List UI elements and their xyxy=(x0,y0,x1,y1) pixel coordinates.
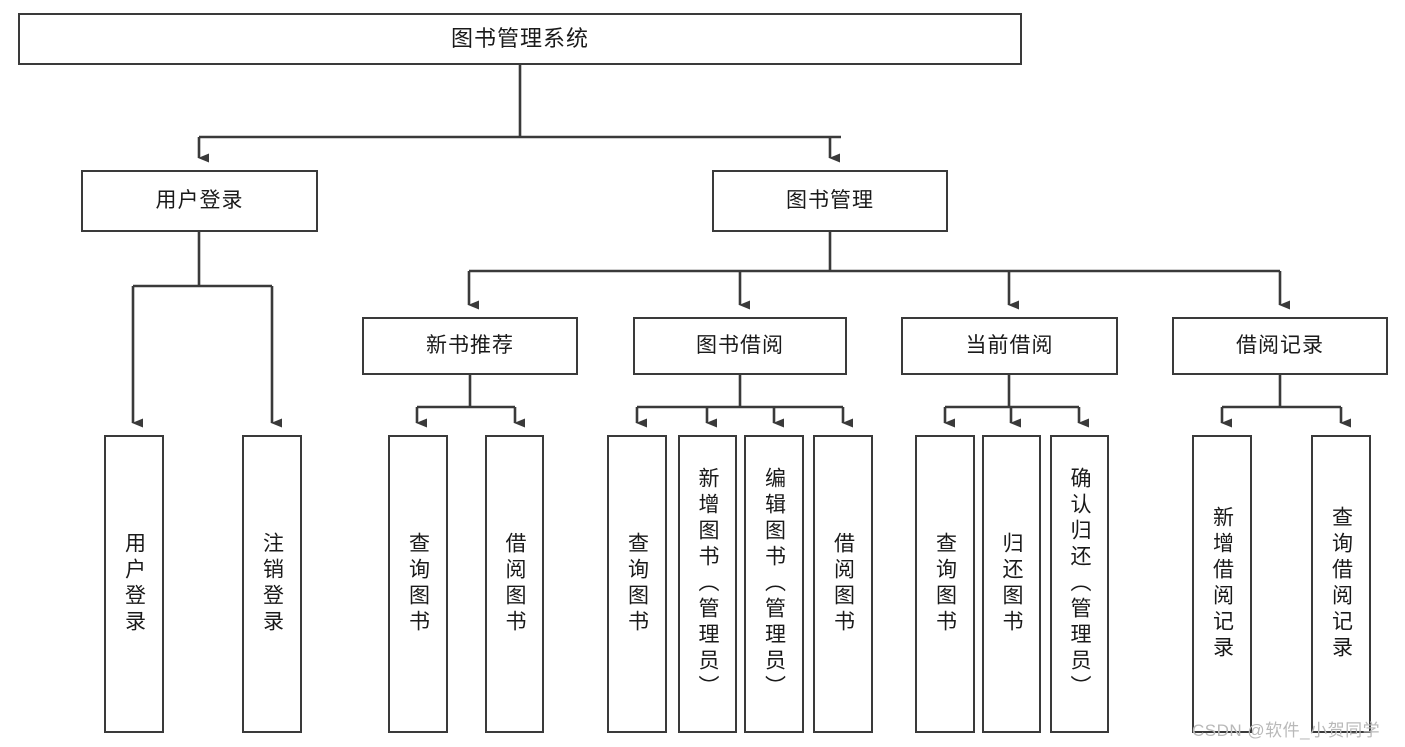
node-book-management[interactable]: 图书管理 xyxy=(712,170,948,232)
leaf-add-borrow-record[interactable]: 新增借阅记录 xyxy=(1192,435,1252,733)
leaf-user-login[interactable]: 用户登录 xyxy=(104,435,164,733)
leaf-query-book-current[interactable]: 查询图书 xyxy=(915,435,975,733)
leaf-query-book-recommend[interactable]: 查询图书 xyxy=(388,435,448,733)
node-new-book-recommend[interactable]: 新书推荐 xyxy=(362,317,578,375)
leaf-confirm-return-admin[interactable]: 确认归还（管理员） xyxy=(1050,435,1109,733)
node-book-borrow[interactable]: 图书借阅 xyxy=(633,317,847,375)
leaf-return-book[interactable]: 归还图书 xyxy=(982,435,1041,733)
leaf-query-borrow-record[interactable]: 查询借阅记录 xyxy=(1311,435,1371,733)
node-borrow-records[interactable]: 借阅记录 xyxy=(1172,317,1388,375)
node-user-login[interactable]: 用户登录 xyxy=(81,170,318,232)
leaf-borrow-book[interactable]: 借阅图书 xyxy=(813,435,873,733)
leaf-borrow-book-recommend[interactable]: 借阅图书 xyxy=(485,435,544,733)
leaf-add-book-admin[interactable]: 新增图书（管理员） xyxy=(678,435,737,733)
csdn-watermark: CSDN @软件_小贺同学 xyxy=(1192,721,1381,740)
node-root[interactable]: 图书管理系统 xyxy=(18,13,1022,65)
leaf-logout[interactable]: 注销登录 xyxy=(242,435,302,733)
leaf-edit-book-admin[interactable]: 编辑图书（管理员） xyxy=(744,435,804,733)
leaf-query-book-borrow[interactable]: 查询图书 xyxy=(607,435,667,733)
node-current-borrow[interactable]: 当前借阅 xyxy=(901,317,1118,375)
